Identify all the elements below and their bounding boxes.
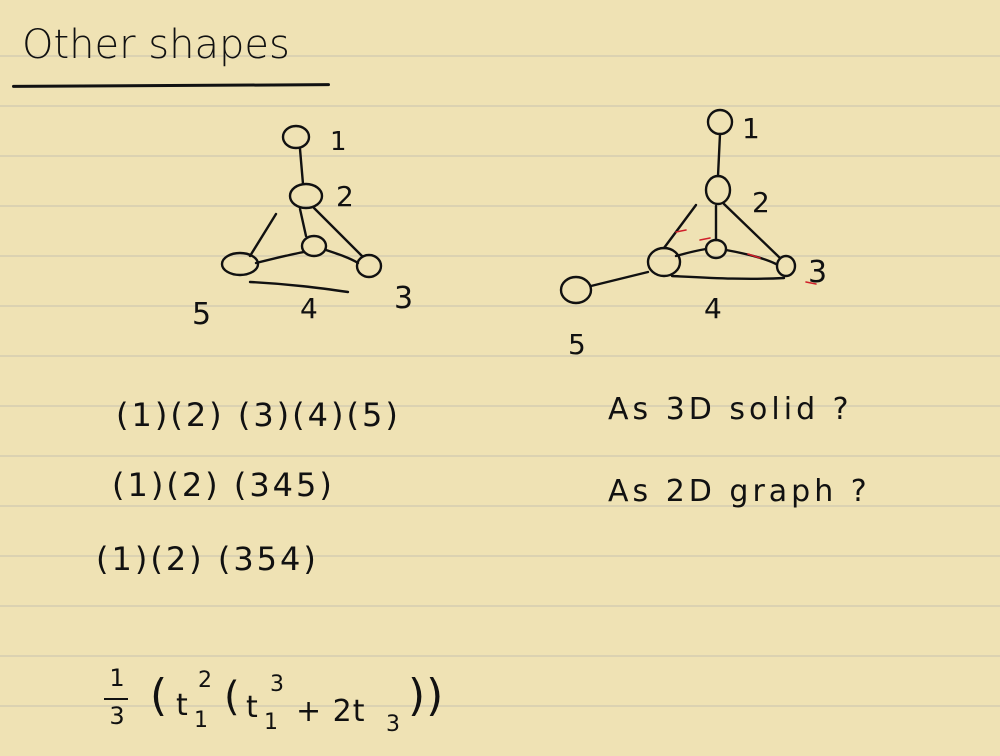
page-title: Other shapes	[22, 22, 290, 68]
graph-left-edge-5-3	[248, 280, 350, 294]
graph-right-edge-5-5a	[589, 270, 650, 288]
graph-right-node-3	[775, 254, 797, 278]
formula-numerator: 1	[109, 664, 125, 692]
formula-fraction-bar	[104, 698, 128, 700]
graph-left-node-5	[220, 251, 260, 277]
graph-right-label-3: 3	[808, 255, 827, 290]
graph-right-edge-2-3	[722, 202, 782, 260]
formula-t1-a-sub: 1	[194, 708, 208, 733]
graph-left-label-4: 4	[300, 292, 318, 325]
red-marks	[675, 229, 817, 285]
graph-right-edge-2-3a	[662, 203, 698, 250]
graph-left-node-3	[355, 253, 383, 279]
graph-right-edge-5a-4	[674, 247, 708, 258]
formula-plus-term: + 2t	[296, 694, 366, 729]
graph-left-label-2: 2	[336, 180, 354, 213]
graph-right-node-5a	[646, 246, 682, 278]
graph-left-edge-2-3	[312, 206, 364, 258]
graph-right-node-1	[706, 108, 734, 136]
graph-left-node-2	[288, 182, 324, 210]
formula-t1-b: t	[246, 690, 259, 725]
question-3d-solid: As 3D solid ?	[608, 392, 853, 427]
formula-t3-sub: 3	[386, 712, 400, 737]
formula-open-paren: (	[150, 670, 169, 721]
graph-left-edge-1-2	[298, 147, 305, 186]
graph-right-edge-1-2	[716, 132, 722, 178]
graph-right-node-4	[704, 238, 728, 260]
cycle-notation-2: (1)(2) (345)	[112, 466, 335, 504]
graph-right-label-2: 2	[752, 186, 770, 219]
cycle-notation-1: (1)(2) (3)(4)(5)	[116, 396, 401, 434]
graph-right-edge-5a-3	[670, 274, 786, 281]
graph-left-node-1	[281, 124, 311, 150]
graph-left-label-3: 3	[394, 281, 413, 316]
graph-right-label-4: 4	[704, 292, 722, 325]
graph-right-node-2	[704, 174, 732, 206]
formula-t1-b-sup: 3	[270, 672, 284, 697]
graph-left-label-5: 5	[192, 297, 211, 332]
graph-left-node-4	[300, 234, 328, 258]
formula-denominator: 3	[109, 702, 125, 730]
formula-t1-b-sub: 1	[264, 710, 278, 735]
graph-left-edge-4-3	[324, 248, 360, 265]
question-2d-graph: As 2D graph ?	[608, 474, 871, 509]
graph-right-label-5: 5	[568, 328, 586, 361]
cycle-notation-3: (1)(2) (354)	[96, 540, 319, 578]
graph-right-node-5	[559, 275, 593, 305]
formula-inner-open-paren: (	[224, 674, 241, 720]
formula-t1-a: t	[176, 688, 189, 723]
formula-t1-a-sup: 2	[198, 668, 212, 693]
graph-left-edge-2-5	[248, 212, 278, 258]
graph-right-label-1: 1	[742, 112, 760, 145]
formula-close-parens: ))	[408, 670, 445, 721]
graph-left-edge-2-4	[298, 207, 308, 238]
graph-right-edge-4-3	[724, 248, 778, 266]
graph-left-label-1: 1	[330, 127, 347, 157]
graph-left-edge-5-4	[254, 250, 306, 265]
